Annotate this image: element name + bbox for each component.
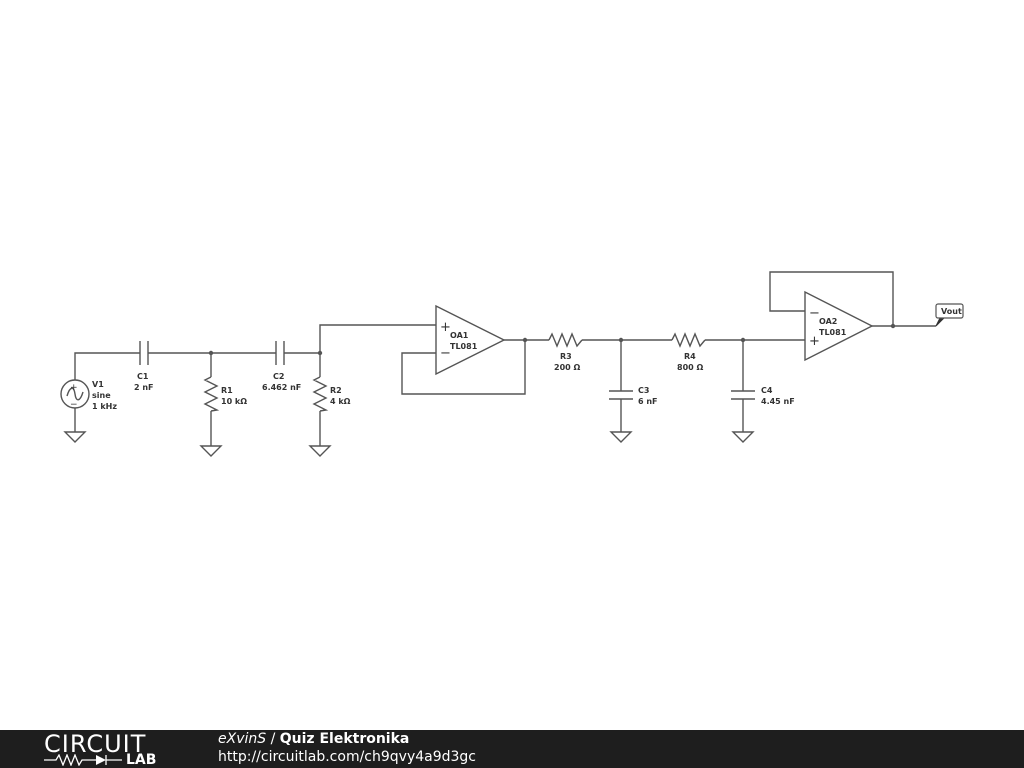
c2-value: 6.462 nF bbox=[262, 383, 301, 392]
logo-text-lab: LAB bbox=[126, 752, 157, 768]
resistor-r1: R1 10 kΩ bbox=[203, 376, 247, 412]
opamp-icon bbox=[804, 290, 874, 362]
title-separator: / bbox=[266, 731, 280, 747]
ground-icon bbox=[609, 431, 633, 443]
junction-dot bbox=[740, 337, 746, 343]
capacitor-icon bbox=[609, 390, 633, 400]
capacitor-c2: C2 6.462 nF bbox=[262, 341, 301, 392]
svg-text:−: − bbox=[440, 346, 451, 361]
capacitor-icon bbox=[275, 341, 285, 365]
r1-value: 10 kΩ bbox=[221, 397, 247, 406]
resistor-icon bbox=[671, 332, 706, 348]
ground-icon bbox=[731, 431, 755, 443]
resistor-r2: R2 4 kΩ bbox=[312, 376, 351, 412]
r1-name: R1 bbox=[221, 386, 233, 395]
v1-name: V1 bbox=[92, 380, 104, 389]
vout-text: Vout bbox=[941, 307, 962, 316]
sine-source-icon bbox=[60, 379, 90, 409]
capacitor-c3: C3 6 nF bbox=[609, 386, 658, 406]
r2-value: 4 kΩ bbox=[330, 397, 351, 406]
c4-name: C4 bbox=[761, 386, 773, 395]
opamp-oa1: + − OA1 TL081 bbox=[435, 304, 506, 376]
ground-icon bbox=[63, 431, 87, 443]
source-v1: + − V1 sine 1 kHz bbox=[60, 379, 117, 411]
junction-dot bbox=[208, 350, 214, 356]
output-label-vout: Vout bbox=[935, 303, 964, 327]
v1-type: sine bbox=[92, 391, 111, 400]
resistor-icon bbox=[312, 376, 329, 412]
capacitor-c1: C1 2 nF bbox=[134, 341, 154, 392]
junction-dot bbox=[618, 337, 624, 343]
v1-value: 1 kHz bbox=[92, 402, 117, 411]
junctions bbox=[208, 323, 896, 356]
resistor-r3: R3 200 Ω bbox=[548, 332, 583, 372]
opamp-oa2: − + OA2 TL081 bbox=[804, 290, 874, 362]
circuitlab-logo[interactable]: CIRCUIT LAB bbox=[44, 730, 176, 768]
output-arrow-icon bbox=[935, 317, 946, 327]
author-link[interactable]: eXvinS bbox=[218, 731, 267, 747]
oa1-value: TL081 bbox=[450, 342, 478, 351]
ground-icon bbox=[199, 445, 223, 457]
circuit-url-link[interactable]: http://circuitlab.com/ch9qvy4a9d3gc bbox=[218, 749, 477, 765]
opamp-icon bbox=[435, 304, 506, 376]
junction-dot bbox=[890, 323, 896, 329]
capacitor-icon bbox=[731, 390, 755, 400]
c2-name: C2 bbox=[273, 372, 284, 381]
capacitor-c4: C4 4.45 nF bbox=[731, 386, 795, 406]
capacitor-icon bbox=[139, 341, 149, 365]
c3-value: 6 nF bbox=[638, 397, 658, 406]
svg-text:+: + bbox=[70, 383, 78, 393]
oa1-name: OA1 bbox=[450, 331, 469, 340]
svg-text:−: − bbox=[70, 400, 78, 410]
r4-name: R4 bbox=[684, 352, 696, 361]
r3-value: 200 Ω bbox=[554, 363, 580, 372]
c1-name: C1 bbox=[137, 372, 149, 381]
r4-value: 800 Ω bbox=[677, 363, 703, 372]
junction-dot bbox=[522, 337, 528, 343]
c1-value: 2 nF bbox=[134, 383, 154, 392]
c3-name: C3 bbox=[638, 386, 649, 395]
junction-dot bbox=[317, 350, 323, 356]
footer-title-line: eXvinS / Quiz Elektronika bbox=[218, 731, 409, 747]
grounds bbox=[63, 431, 755, 457]
oa2-name: OA2 bbox=[819, 317, 837, 326]
resistor-r4: R4 800 Ω bbox=[671, 332, 706, 372]
c4-value: 4.45 nF bbox=[761, 397, 795, 406]
svg-text:−: − bbox=[809, 306, 820, 321]
logo-text-circuit: CIRCUIT bbox=[44, 730, 147, 758]
svg-text:+: + bbox=[809, 334, 820, 349]
r2-name: R2 bbox=[330, 386, 342, 395]
ground-icon bbox=[308, 445, 332, 457]
circuit-schematic: + − V1 sine 1 kHz C1 2 nF R1 10 kΩ C2 6.… bbox=[60, 271, 964, 457]
r3-name: R3 bbox=[560, 352, 572, 361]
circuit-title[interactable]: Quiz Elektronika bbox=[279, 731, 410, 747]
logo-resistor-diode-icon bbox=[44, 754, 122, 766]
oa2-value: TL081 bbox=[819, 328, 847, 337]
resistor-icon bbox=[203, 376, 220, 412]
svg-text:+: + bbox=[440, 320, 451, 335]
wires bbox=[74, 271, 936, 446]
resistor-icon bbox=[548, 332, 583, 348]
footer-bar: CIRCUIT LAB eXvinS / Quiz Elektronika ht… bbox=[0, 730, 1024, 768]
